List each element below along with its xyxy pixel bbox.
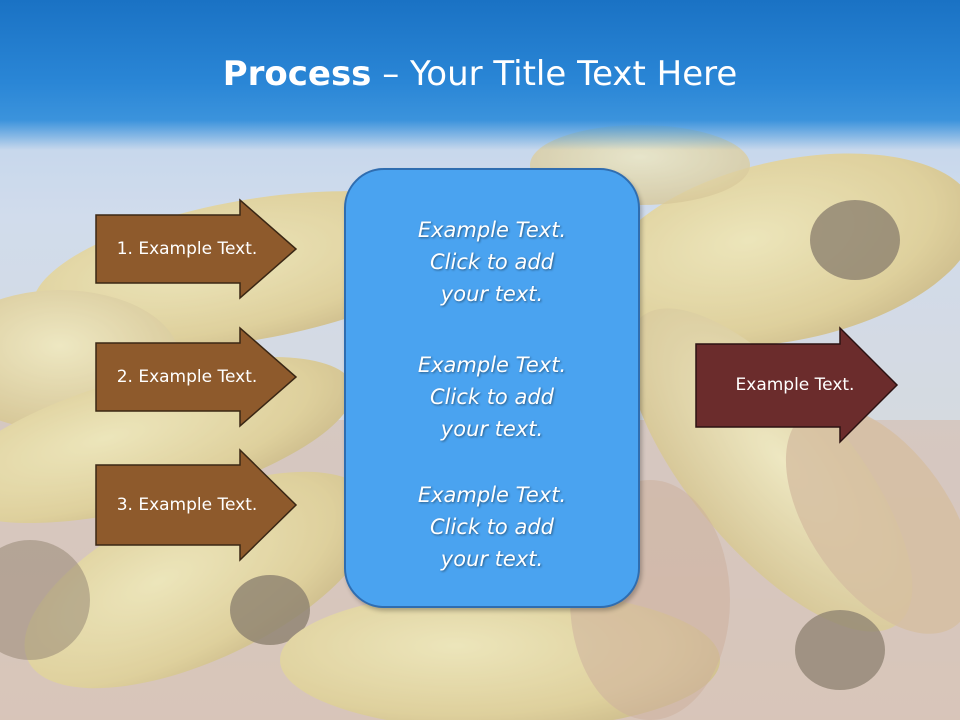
title-bold-part: Process [222, 54, 372, 94]
center-paragraph-1: Example Text. Click to add your text. [417, 218, 567, 306]
center-paragraph-2: Example Text. Click to add your text. [417, 353, 567, 441]
left-arrow-label: 2. Example Text. [116, 367, 258, 387]
left-arrow-3[interactable]: 3. Example Text. [95, 448, 298, 562]
center-paragraph-3: Example Text. Click to add your text. [417, 483, 567, 571]
left-arrow-label: 3. Example Text. [116, 495, 258, 515]
center-text-box[interactable]: Example Text. Click to add your text. Ex… [344, 168, 640, 608]
left-arrow-2[interactable]: 2. Example Text. [95, 326, 298, 428]
slide-title[interactable]: Process – Your Title Text Here [0, 52, 960, 96]
left-arrow-label: 1. Example Text. [116, 239, 258, 259]
title-rest: – Your Title Text Here [371, 54, 738, 94]
right-arrow-label: Example Text. [735, 375, 855, 395]
arrow-shape [95, 198, 298, 300]
arrow-shape [95, 326, 298, 428]
arrow-shape [95, 448, 298, 562]
title-bar [0, 0, 960, 150]
left-arrow-1[interactable]: 1. Example Text. [95, 198, 298, 300]
arrow-shape [695, 326, 899, 444]
right-arrow[interactable]: Example Text. [695, 326, 899, 444]
